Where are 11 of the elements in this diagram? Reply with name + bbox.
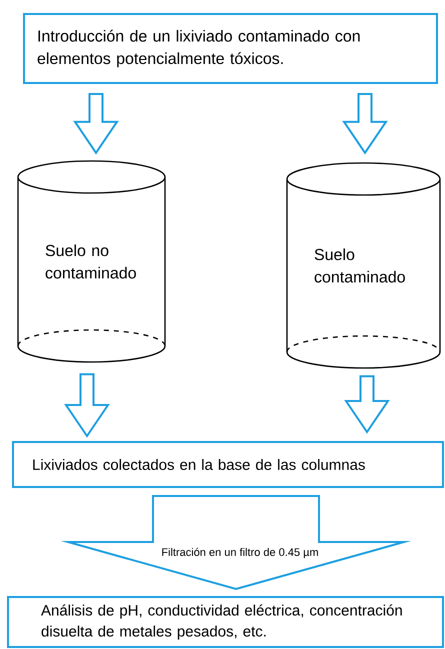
- soil-column: Suelo contaminado: [286, 162, 441, 369]
- block-arrow: [344, 375, 390, 434]
- block-arrow: [342, 93, 388, 155]
- step-box: Análisis de pH, conductividad eléctrica, concentración disuelta de metales pesados, etc.: [7, 596, 444, 648]
- block-arrow: [73, 93, 119, 155]
- edge-label: Filtración en un filtro de 0.45 µm: [160, 546, 320, 560]
- soil-column: Suelo no contaminado: [17, 160, 166, 363]
- step-box: Lixiviados colectados en la base de las columnas: [12, 441, 444, 488]
- block-arrow: [60, 495, 412, 590]
- step-box: Introducción de un lixiviado contaminado con elementos potencialmente tóxicos.: [23, 13, 438, 84]
- block-arrow: [64, 373, 110, 438]
